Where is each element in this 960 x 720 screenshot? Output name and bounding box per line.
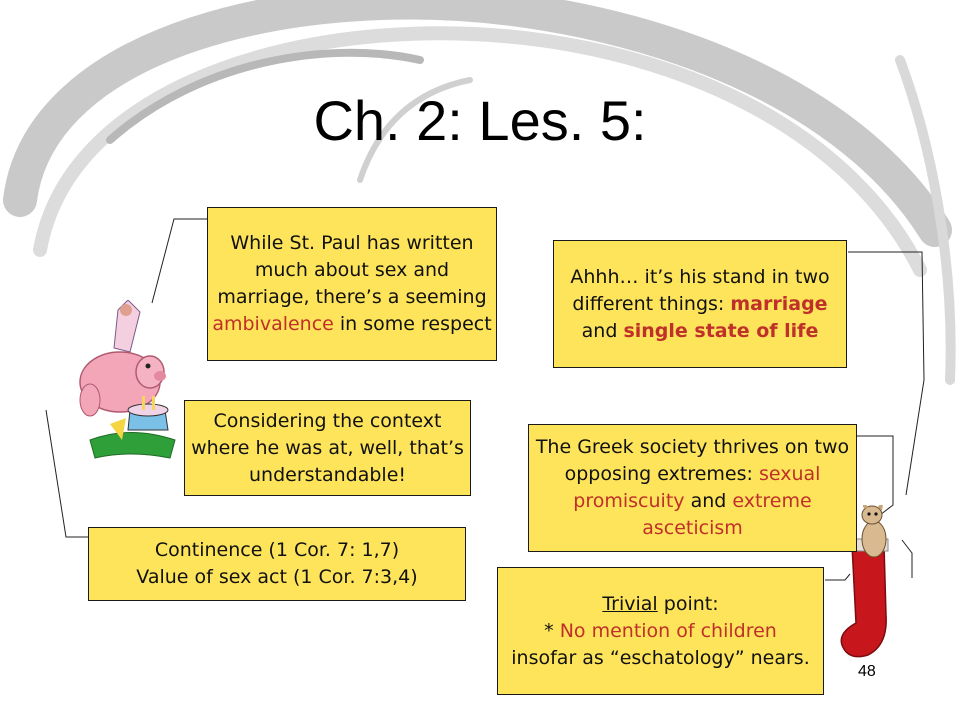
box6-star: *: [544, 619, 560, 642]
box6-highlight: No mention of children: [559, 619, 777, 642]
box5-text: The Greek society thrives on two opposin…: [535, 436, 850, 485]
box1-highlight: ambivalence: [212, 313, 334, 335]
dog-in-stocking-clipart: [840, 505, 889, 658]
box1-text: While St. Paul has written much about se…: [217, 232, 487, 308]
page-number: 48: [858, 663, 876, 680]
background-swirl: [3, 0, 956, 385]
note-box-stand: Ahhh… it’s his stand in two different th…: [553, 240, 847, 368]
note-box-greek-society: The Greek society thrives on two opposin…: [528, 424, 857, 552]
note-box-references: Continence (1 Cor. 7: 1,7) Value of sex …: [88, 527, 466, 601]
box6-rest: insofar as “eschatology” nears.: [511, 646, 810, 669]
box5-highlight-promiscuity: sexual promiscuity: [573, 463, 821, 512]
box2-text: Considering the context where he was at,…: [191, 409, 464, 486]
box4-highlight-single: single state of life: [623, 319, 819, 342]
box1-text-end: in some respect: [333, 313, 492, 335]
box4-and: and: [581, 319, 624, 342]
note-box-ambivalence: While St. Paul has written much about se…: [207, 207, 497, 361]
box6-point: point:: [657, 592, 719, 615]
connector-lines: [45, 218, 925, 581]
box6-underlined: Trivial: [602, 592, 658, 615]
slide-title: Ch. 2: Les. 5:: [313, 89, 647, 152]
note-box-trivial-point: Trivial point: * No mention of children …: [497, 567, 824, 695]
box4-highlight-marriage: marriage: [730, 292, 828, 315]
note-box-context: Considering the context where he was at,…: [184, 400, 471, 496]
box4-text: Ahhh… it’s his stand in two different th…: [570, 265, 830, 315]
box3-line1: Continence (1 Cor. 7: 1,7): [154, 539, 400, 561]
box3-line2: Value of sex act (1 Cor. 7:3,4): [136, 566, 418, 588]
pig-with-cake-clipart: [70, 300, 195, 465]
box5-and: and: [684, 490, 733, 512]
box5-highlight-asceticism: extreme asceticism: [642, 490, 812, 539]
